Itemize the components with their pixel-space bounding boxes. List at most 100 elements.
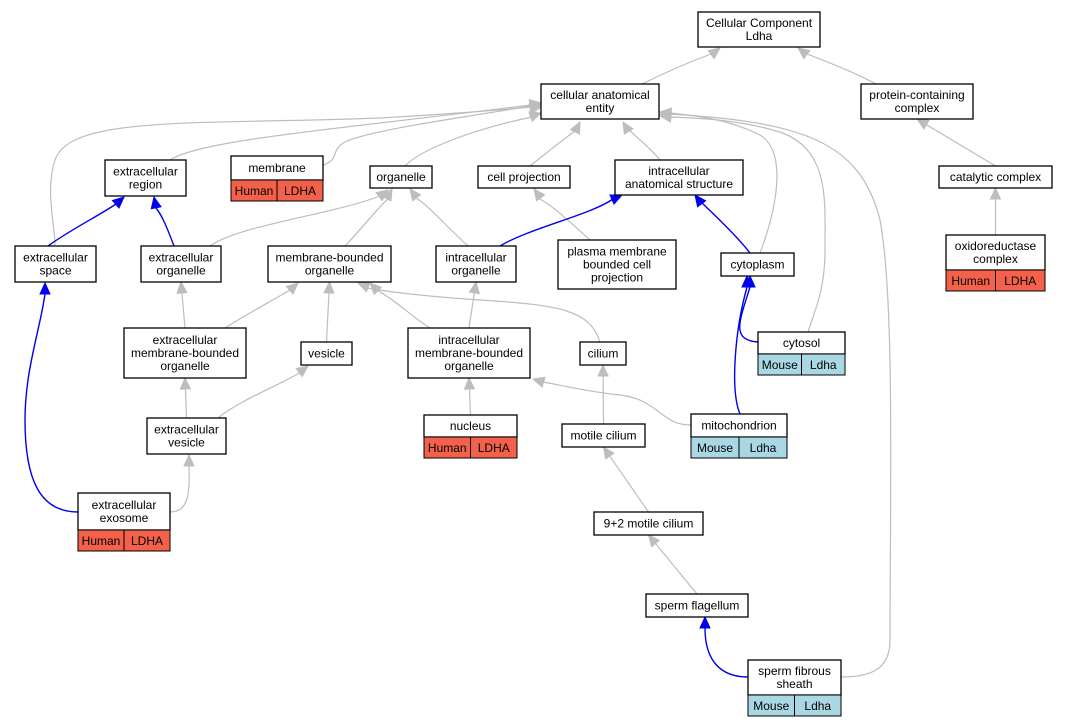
edge-line <box>669 116 826 333</box>
node-box <box>614 159 744 196</box>
node-box <box>579 341 627 366</box>
node-label-line: sperm fibrous <box>758 664 831 678</box>
node-box <box>14 245 97 283</box>
node-label-line: plasma membrane <box>567 245 667 259</box>
node-label-line: organelle <box>305 264 355 278</box>
node-vesicle[interactable]: vesicle <box>300 341 353 366</box>
node-organelle[interactable]: organelle <box>369 165 433 189</box>
node-label-line: 9+2 motile cilium <box>604 517 694 531</box>
node-cilium[interactable]: cilium <box>579 341 627 366</box>
gene-symbol: Ldha <box>810 358 837 372</box>
edge-line <box>926 124 996 167</box>
edge-line <box>529 130 576 167</box>
edge-line <box>701 202 751 254</box>
node-cell-projection[interactable]: cell projection <box>477 165 571 189</box>
edge-line <box>155 207 175 247</box>
edge-line <box>404 116 533 167</box>
edge-mitochondrion-to-cytoplasm <box>734 274 753 415</box>
edge-arrowhead <box>797 47 811 60</box>
node-catalytic-complex[interactable]: catalytic complex <box>938 165 1053 189</box>
edge-9-2-motile-cilium-to-motile-cilium <box>602 446 649 513</box>
node-box <box>267 245 392 283</box>
node-box <box>593 511 704 536</box>
edge-extracellular-organelle-to-extracellular-region <box>150 195 175 247</box>
edge-oxidoreductase-complex-to-catalytic-complex <box>989 186 1002 235</box>
edge-line <box>499 198 614 247</box>
node-label-line: projection <box>591 271 643 285</box>
edge-plasma-membrane-bounded-cell-projection-to-cell-projection <box>533 188 591 241</box>
node-label-line: entity <box>586 101 615 115</box>
edge-arrowhead <box>699 615 711 629</box>
edge-extracellular-vesicle-to-extracellular-membrane-bounded-organelle <box>179 376 192 419</box>
node-box <box>146 417 227 455</box>
node-label-line: organelle <box>444 359 494 373</box>
node-label-line: organelle <box>451 264 501 278</box>
edge-line <box>641 53 712 85</box>
edge-line <box>734 286 748 415</box>
node-box <box>104 159 187 197</box>
edge-cytosol-to-cellular-anatomical-entity <box>658 111 826 333</box>
node-label-line: space <box>39 264 71 278</box>
node-label-line: nucleus <box>450 419 491 433</box>
edge-membrane-bounded-organelle-to-organelle <box>344 187 393 247</box>
gene-symbol: Ldha <box>804 699 831 713</box>
node-box <box>540 83 660 120</box>
edge-cellular-anatomical-entity-to-cellular-component-ldha <box>641 47 721 85</box>
node-label-line: complex <box>973 252 1018 266</box>
node-box <box>407 327 531 379</box>
edge-arrowhead <box>741 274 753 288</box>
edge-arrowhead <box>295 365 309 378</box>
species-name: Human <box>82 534 121 548</box>
edge-line <box>415 197 469 247</box>
edge-arrowhead <box>658 108 672 121</box>
edge-extracellular-space-to-extracellular-region <box>47 196 125 247</box>
gene-symbol: Ldha <box>750 441 777 455</box>
edge-arrowhead <box>356 281 371 293</box>
node-9-2-motile-cilium[interactable]: 9+2 motile cilium <box>593 511 704 536</box>
edge-arrowhead <box>323 280 335 294</box>
edge-arrowhead <box>602 446 615 460</box>
node-box <box>435 245 517 283</box>
edge-arrowhead <box>179 376 192 390</box>
node-label-line: catalytic complex <box>950 170 1041 184</box>
edge-line <box>169 104 532 161</box>
node-label-line: membrane-bounded <box>131 346 239 360</box>
node-label-line: protein-containing <box>869 88 964 102</box>
node-cytoplasm[interactable]: cytoplasm <box>720 252 795 277</box>
edge-sperm-flagellum-to-9-2-motile-cilium <box>647 534 698 595</box>
edge-extracellular-exosome-to-extracellular-vesicle <box>169 453 195 513</box>
edge-extracellular-exosome-to-extracellular-space <box>24 281 79 513</box>
node-label-line: sperm flagellum <box>655 599 740 613</box>
edge-extracellular-region-to-cellular-anatomical-entity <box>169 98 543 161</box>
edge-arrowhead <box>409 188 422 202</box>
node-motile-cilium[interactable]: motile cilium <box>561 423 646 448</box>
node-sperm-flagellum[interactable]: sperm flagellum <box>645 593 749 618</box>
node-box <box>860 83 974 120</box>
species-tag-cell-right <box>794 694 842 717</box>
node-box <box>645 593 749 618</box>
gene-symbol: LDHA <box>478 441 510 455</box>
